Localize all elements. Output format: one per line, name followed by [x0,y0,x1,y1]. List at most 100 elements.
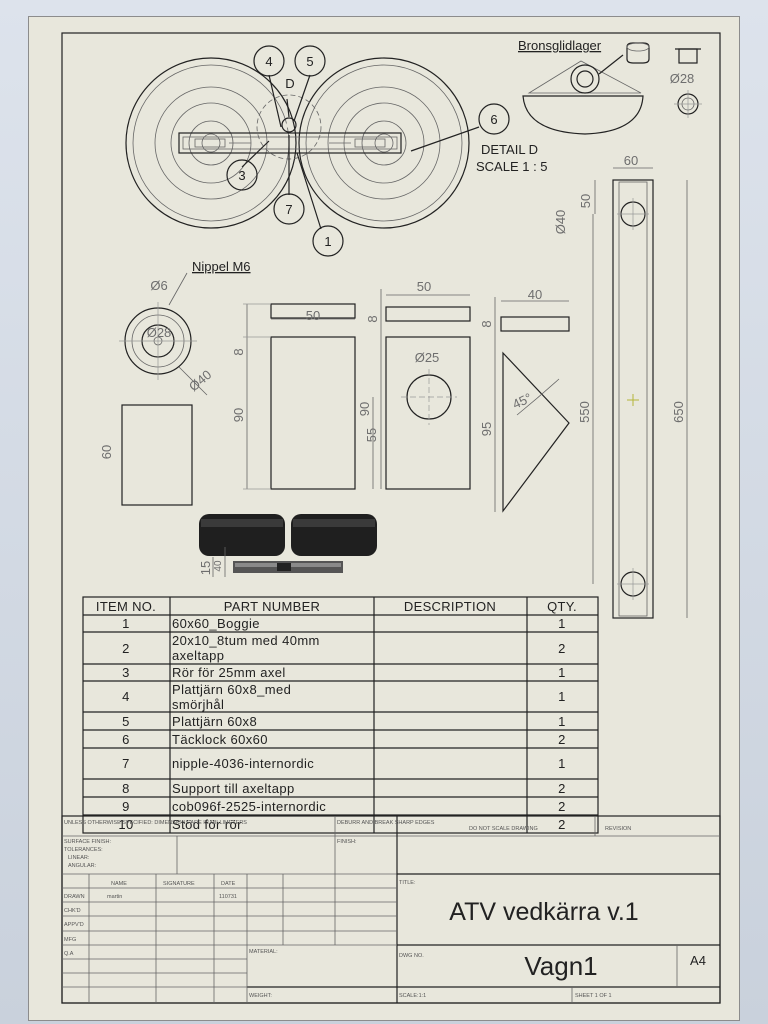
bom-row-7-part: nipple-4036-internordic [172,756,314,771]
bom-row-9-qty: 2 [558,799,566,814]
bom-row-2-part-line2: axeltapp [172,648,224,663]
plate-a-view [243,303,356,490]
tb-row-chkd: CHK'D [64,908,81,914]
dim-tri-h: 95 [479,422,494,436]
bom-row-8-part: Support till axeltapp [172,781,295,796]
dim-plate-a-w: 50 [306,308,320,323]
tb-dwg-label: DWG NO. [399,953,424,959]
plate-b-view [372,289,471,490]
dim-plate-a-t: 8 [231,348,246,355]
tb-col-name: NAME [111,881,127,887]
dim-wheel-a: 15 [198,561,213,575]
nipple-view [119,272,208,506]
detail-letter: D [285,76,294,91]
tb-units-note: UNLESS OTHERWISE SPECIFIED: DIMENSIONS A… [64,820,247,826]
tb-deburr: DEBURR AND BREAK SHARP EDGES [337,820,435,826]
bom-row-5-item: 5 [122,714,130,729]
tb-finish: FINISH: [337,839,357,845]
dim-plate-b-h: 90 [357,402,372,416]
tb-row-drawn: DRAWN [64,894,85,900]
tb-size: A4 [690,953,706,968]
nipple-dia-small: Ø6 [150,278,167,293]
bom-header-item: ITEM NO. [96,599,156,614]
bom-row-9-item: 9 [122,799,130,814]
inner-border [61,32,721,1004]
bom-row-10-part: Stöd för rör [172,817,242,832]
bom-row-8-qty: 2 [558,781,566,796]
bom-row-10-item: 10 [118,817,133,832]
drawing-canvas: 4 5 3 7 1 6 D Bronsglidlager Ø28 DETAIL … [61,32,721,1004]
dim-plate-b-hole: Ø25 [415,350,440,365]
detail-d-view [522,42,702,135]
dim-plate-a-h: 90 [231,408,246,422]
drawing-sheet: 4 5 3 7 1 6 D Bronsglidlager Ø28 DETAIL … [28,16,740,1021]
tb-drawn-name: martin [107,894,122,900]
dim-bar-hole-off: 50 [578,194,593,208]
tb-col-signature: SIGNATURE [163,881,195,887]
dim-plate-b-t: 8 [365,315,380,322]
bronze-bearing-label: Bronsglidlager [518,38,602,53]
bom-header-desc: DESCRIPTION [404,599,496,614]
tb-col-date: DATE [221,881,236,887]
bom-row-4-part: Plattjärn 60x8_med [172,682,291,697]
wheel-assembly-view [125,45,510,257]
bom-row-4-qty: 1 [558,689,566,704]
tb-weight: WEIGHT: [249,993,272,999]
bom-row-1-item: 1 [122,616,130,631]
dim-bar-hole-dia: Ø40 [553,210,568,235]
tb-dwg-no: Vagn1 [524,951,597,981]
bom-row-2-qty: 2 [558,641,566,656]
bom-row-1-part: 60x60_Boggie [172,616,260,631]
tb-row-mfg: MFG [64,937,76,943]
wheels-shaded-view [199,514,377,577]
bom-row-10-qty: 2 [558,817,566,832]
bom-row-3-item: 3 [122,665,130,680]
bom-row-6-qty: 2 [558,732,566,747]
bom-row-4-part-line2: smörjhål [172,697,224,712]
bronze-dia-dim: Ø28 [670,71,695,86]
tb-row-appvd: APPV'D [64,922,84,928]
balloon-4: 4 [265,54,272,69]
bom-row-1-qty: 1 [558,616,566,631]
bom-header-part: PART NUMBER [224,599,320,614]
triangle-support-view [494,297,570,513]
dim-plate-b-w: 50 [417,279,431,294]
bom-row-7-item: 7 [122,756,130,771]
dim-plate-left-h: 60 [99,445,114,459]
bom-row-7-qty: 1 [558,756,566,771]
bom-row-2-item: 2 [122,641,130,656]
balloon-3: 3 [238,168,245,183]
bom-row-5-part: Plattjärn 60x8 [172,714,257,729]
nipple-dia-mid: Ø28 [147,325,172,340]
tb-material: MATERIAL: [249,949,278,955]
balloon-1: 1 [324,234,331,249]
dim-wheel-b: 40 [213,560,224,572]
dim-bar-w: 60 [624,153,638,168]
dim-tri-w: 40 [528,287,542,302]
bom-row-6-part: Täcklock 60x60 [172,732,268,747]
tb-tolerances: TOLERANCES: [64,847,103,853]
dim-plate-b-hole-y: 55 [364,428,379,442]
bom-row-9-part: cob096f-2525-internordic [172,799,326,814]
nipple-label: Nippel M6 [192,259,251,274]
bom-row-5-qty: 1 [558,714,566,729]
detail-scale: SCALE 1 : 5 [476,159,548,174]
nipple-dia-outer: Ø40 [186,367,214,394]
tb-revision: REVISION [605,826,631,832]
dim-bar-hole-span: 550 [577,401,592,423]
side-bar-view [592,167,688,619]
bom-header-qty: QTY. [547,599,577,614]
detail-title: DETAIL D [481,142,538,157]
bom-row-3-qty: 1 [558,665,566,680]
bom-row-6-item: 6 [122,732,130,747]
balloon-6: 6 [490,112,497,127]
bom-row-3-part: Rör för 25mm axel [172,665,286,680]
title-block-grid [61,815,721,1004]
bom-table-grid [82,596,599,834]
tb-angular: ANGULAR: [68,863,97,869]
balloon-5: 5 [306,54,313,69]
tb-title: ATV vedkärra v.1 [449,898,638,926]
tb-noscale: DO NOT SCALE DRAWING [469,826,538,832]
tb-surface: SURFACE FINISH: [64,839,112,845]
dim-tri-angle: 45° [510,390,534,412]
